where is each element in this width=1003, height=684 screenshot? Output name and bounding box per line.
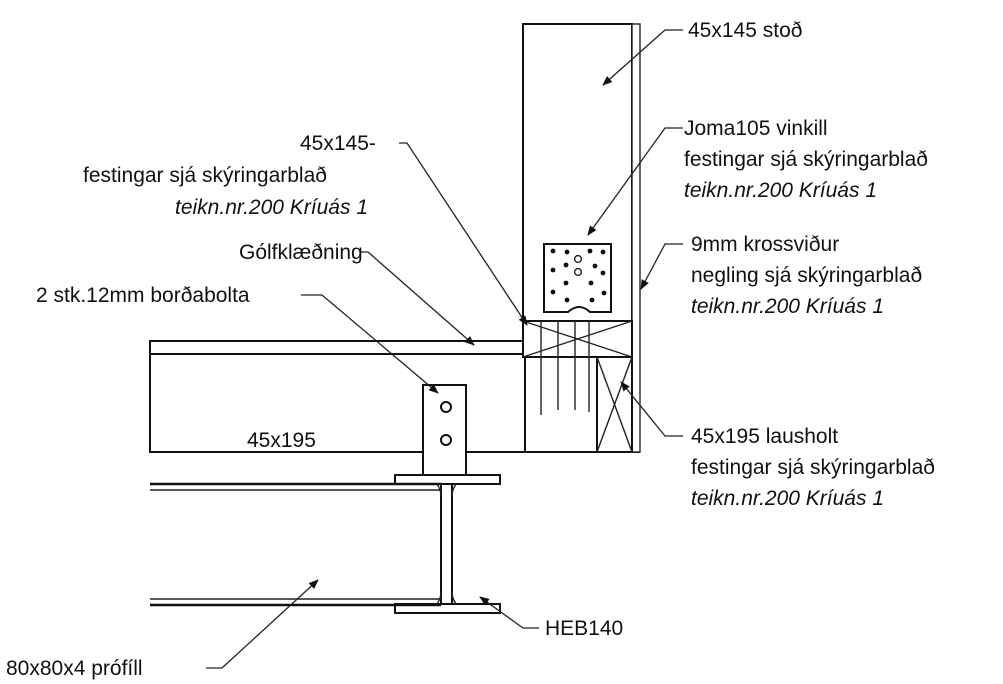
label-stod-detail: 45x145- bbox=[300, 132, 376, 155]
label-teikn-1: teikn.nr.200 Kríuás 1 bbox=[175, 196, 368, 219]
label-teikn-2: teikn.nr.200 Kríuás 1 bbox=[684, 179, 877, 202]
heb140-beam bbox=[394, 474, 501, 614]
label-heb: HEB140 bbox=[545, 617, 623, 640]
steel-profile bbox=[150, 482, 441, 607]
label-festingar-1: festingar sjá skýringarblað bbox=[83, 164, 327, 187]
bolt-plate bbox=[422, 384, 467, 476]
label-profill: 80x80x4 prófíll bbox=[6, 657, 143, 680]
label-festingar-4: festingar sjá skýringarblað bbox=[691, 456, 935, 479]
label-joma: Joma105 vinkill bbox=[684, 117, 828, 140]
plywood-sheathing bbox=[631, 23, 641, 453]
label-teikn-3: teikn.nr.200 Kríuás 1 bbox=[691, 295, 884, 318]
label-krossvidur: 9mm krossviður bbox=[691, 233, 839, 256]
bottom-plate bbox=[522, 320, 633, 358]
label-bolts: 2 stk.12mm borðabolta bbox=[36, 284, 250, 307]
label-stod: 45x145 stoð bbox=[688, 19, 802, 42]
label-golf: Gólfklæðning bbox=[239, 241, 363, 264]
label-festingar-2: festingar sjá skýringarblað bbox=[684, 148, 928, 171]
joma-angle-bracket bbox=[543, 243, 612, 313]
label-lausholt: 45x195 lausholt bbox=[691, 425, 838, 448]
label-negling: negling sjá skýringarblað bbox=[691, 264, 922, 287]
joist-45x195 bbox=[149, 353, 526, 453]
floor-covering bbox=[149, 340, 526, 355]
nails bbox=[540, 321, 590, 415]
rim-board bbox=[596, 356, 633, 453]
label-joist: 45x195 bbox=[247, 429, 316, 452]
label-teikn-4: teikn.nr.200 Kríuás 1 bbox=[691, 487, 884, 510]
